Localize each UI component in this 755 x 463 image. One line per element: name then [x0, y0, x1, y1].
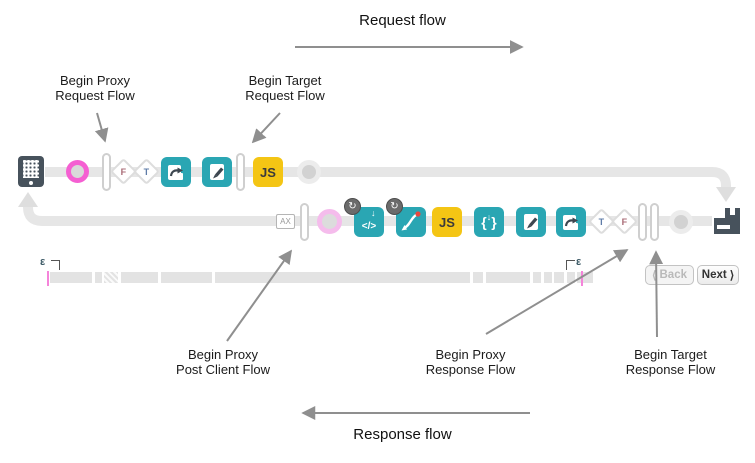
phone-home-button [29, 181, 33, 185]
factory-icon [714, 208, 740, 234]
edit-policy-request-icon[interactable] [202, 157, 232, 187]
timeline-cursor-tick[interactable] [581, 271, 583, 286]
pointer-begin-proxy-post-client [226, 249, 293, 342]
begin-target-response-marker[interactable] [650, 203, 659, 241]
back-button-label: Back [659, 269, 688, 281]
js-label: JS [260, 164, 276, 180]
refresh-glyph: ↻ [390, 201, 399, 212]
route-red-dot [415, 211, 421, 217]
loop-badge-icon: ↻ [344, 198, 361, 215]
begin-proxy-post-client-marker[interactable] [300, 203, 309, 241]
pointer-begin-proxy-request [94, 112, 109, 143]
response-flow-text: Response flow [353, 426, 452, 443]
pointer-begin-proxy-response [485, 249, 629, 335]
response-flow-title: Response flow [330, 427, 475, 442]
timeline-segment[interactable] [161, 272, 212, 283]
request-end-step-circle[interactable] [297, 160, 321, 184]
response-flow-arrowhead [18, 192, 38, 207]
condition-false-label: F [621, 216, 628, 227]
timeline-segment[interactable] [544, 272, 552, 283]
braces-policy-response-icon[interactable]: { ↓ } [474, 207, 504, 237]
analytics-ax-marker[interactable]: AX [276, 214, 295, 229]
brace-close: } [491, 214, 497, 230]
forward-arrow-icon [168, 165, 183, 180]
annotation-line: Post Client Flow [176, 362, 270, 377]
annotation-begin-target-response: Begin Target Response Flow [608, 347, 733, 377]
annotation-line: Request Flow [245, 88, 325, 103]
timeline-segment[interactable] [554, 272, 564, 283]
down-arrow-icon: ↓ [486, 212, 492, 222]
begin-proxy-response-marker[interactable] [638, 203, 647, 241]
annotation-begin-proxy-post-client: Begin Proxy Post Client Flow [158, 347, 288, 377]
timeline-segment[interactable] [473, 272, 483, 283]
timeline-track[interactable] [0, 271, 755, 286]
condition-diamond-false-response[interactable]: F [611, 208, 638, 235]
loop-badge-icon: ↻ [386, 198, 403, 215]
epsilon-end-bracket [566, 260, 575, 270]
ax-label: AX [280, 217, 291, 226]
edit-policy-response-icon[interactable] [516, 207, 546, 237]
down-arrow-icon: ↓ [371, 208, 376, 218]
response-end-step-circle[interactable] [669, 210, 693, 234]
condition-true-label: T [143, 166, 150, 177]
phone-screen [23, 160, 39, 178]
annotation-line: Begin Target [634, 347, 707, 362]
condition-false-label: F [120, 166, 127, 177]
epsilon-start-label: ε [40, 256, 46, 268]
request-flow-title: Request flow [330, 13, 475, 28]
forward-policy-response-icon[interactable] [556, 207, 586, 237]
timeline-segment[interactable] [121, 272, 158, 283]
annotation-begin-target-request: Begin Target Request Flow [225, 73, 345, 103]
timeline-cursor-tick[interactable] [47, 271, 49, 286]
target-server-factory-icon[interactable] [712, 206, 742, 236]
timeline-segment[interactable] [50, 272, 92, 283]
back-button[interactable]: ⟨ Back [645, 265, 694, 285]
refresh-glyph: ↻ [348, 201, 357, 212]
forward-arrow-icon [563, 215, 578, 230]
client-message-circle[interactable] [66, 160, 89, 183]
annotation-line: Response Flow [425, 362, 516, 377]
js-label: JS [439, 214, 455, 230]
timeline-segment[interactable] [95, 272, 102, 283]
pencil-icon [210, 164, 224, 180]
request-flow-text: Request flow [359, 12, 446, 29]
next-button[interactable]: Next ⟩ [697, 265, 739, 285]
next-button-label: Next [701, 269, 727, 281]
begin-target-request-marker[interactable] [236, 153, 245, 191]
pointer-begin-target-request [251, 112, 281, 144]
js-policy-request-icon[interactable]: JS [253, 157, 283, 187]
timeline-segment[interactable] [533, 272, 541, 283]
timeline-segment[interactable] [104, 272, 118, 283]
annotation-line: Request Flow [55, 88, 135, 103]
annotation-line: Response Flow [625, 362, 716, 377]
forward-policy-request-icon[interactable] [161, 157, 191, 187]
response-client-message-circle[interactable] [317, 209, 342, 234]
annotation-line: Begin Proxy [59, 73, 131, 88]
timeline-segment[interactable] [486, 272, 530, 283]
annotation-begin-proxy-request: Begin Proxy Request Flow [35, 73, 155, 103]
smartphone-client-icon[interactable] [18, 156, 44, 187]
annotation-begin-proxy-response: Begin Proxy Response Flow [408, 347, 533, 377]
request-flow-arrowhead [716, 187, 736, 202]
annotation-line: Begin Proxy [187, 347, 259, 362]
code-label: </> [361, 221, 377, 232]
annotation-line: Begin Target [248, 73, 322, 88]
epsilon-start-bracket [51, 260, 60, 270]
timeline-segment[interactable] [567, 272, 575, 283]
condition-true-label: T [598, 216, 605, 227]
begin-proxy-request-marker[interactable] [102, 153, 111, 191]
timeline-segment[interactable] [577, 272, 593, 283]
back-chevron-icon: ⟨ [652, 270, 657, 282]
epsilon-end-label: ε [576, 256, 582, 268]
pencil-icon [524, 214, 538, 230]
annotation-line: Begin Proxy [435, 347, 506, 362]
next-chevron-icon: ⟩ [729, 270, 735, 282]
timeline-segment[interactable] [215, 272, 470, 283]
js-policy-response-icon[interactable]: JS [432, 207, 462, 237]
condition-diamond-true-request[interactable]: T [133, 158, 160, 185]
